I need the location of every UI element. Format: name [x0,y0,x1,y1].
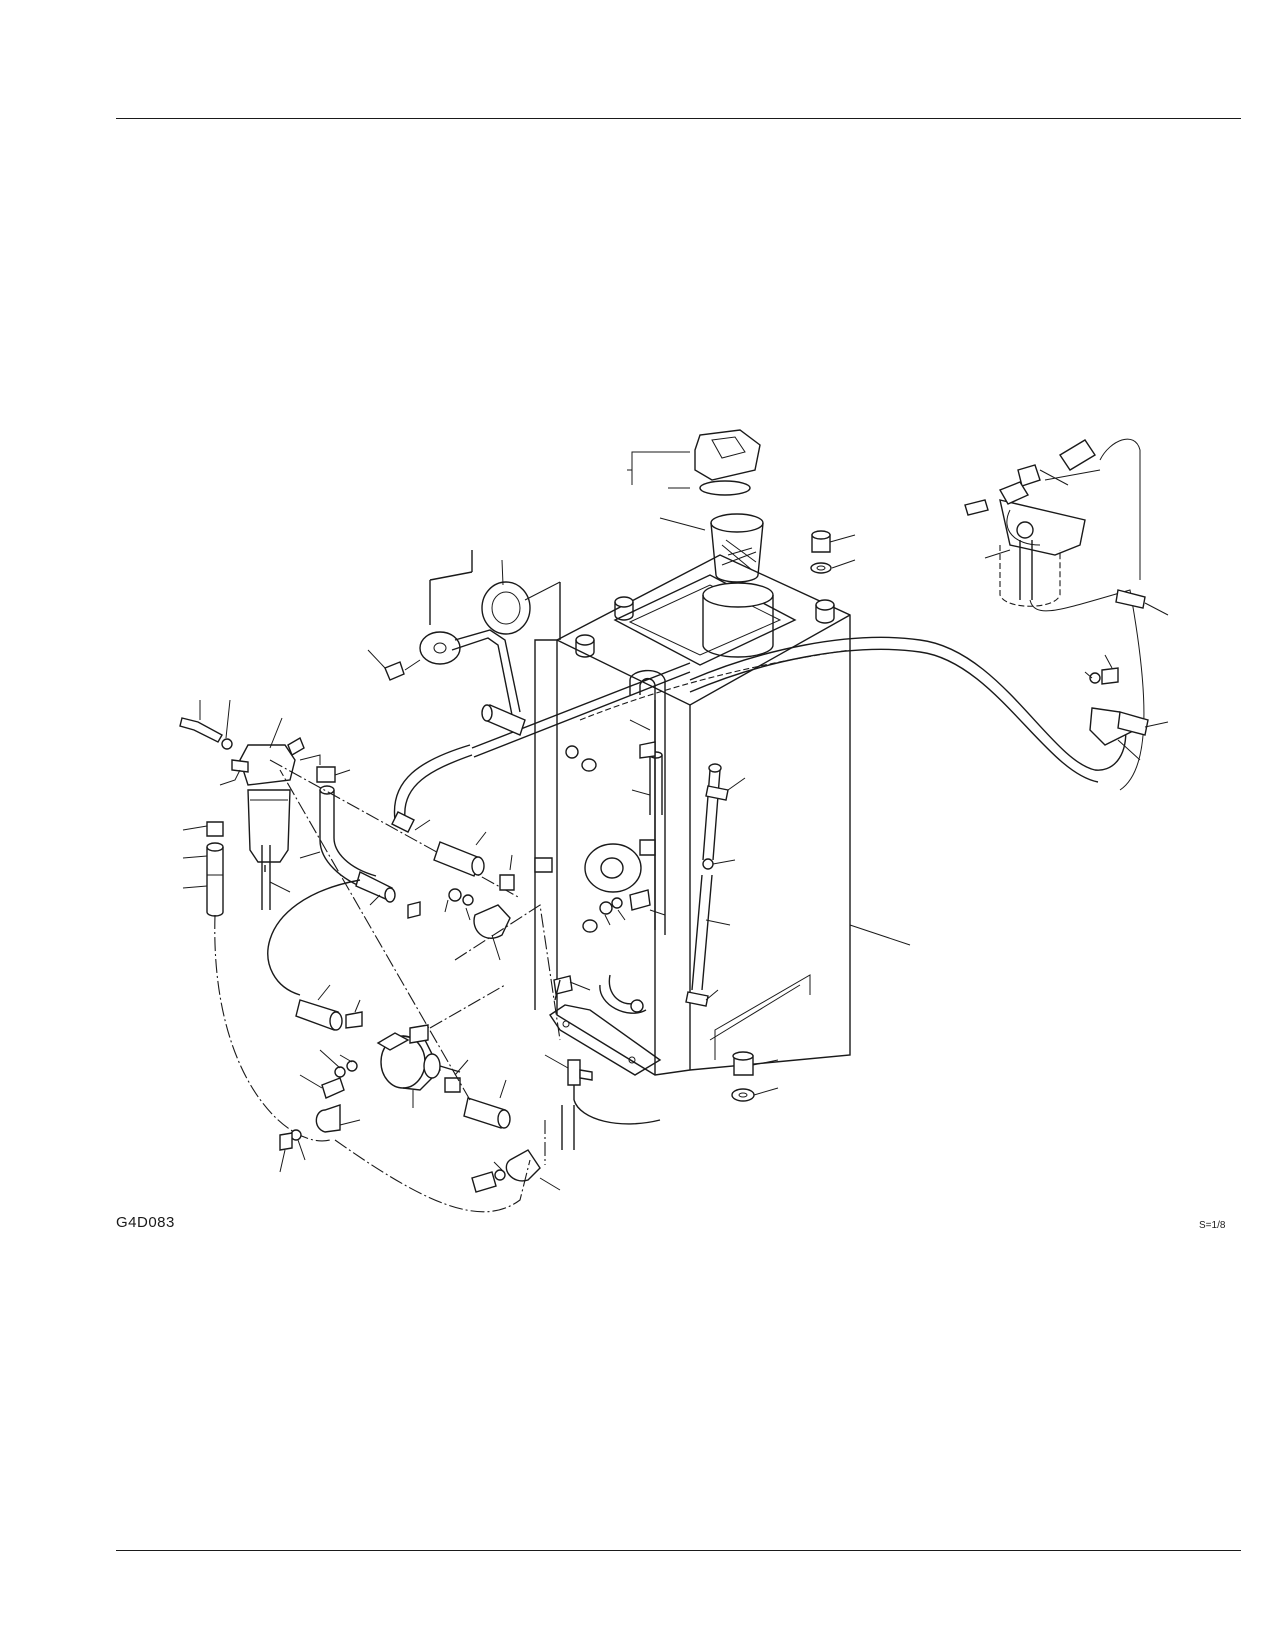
pump-inlet-hose [295,984,343,1031]
filter-to-pump-line [269,759,521,899]
fuel-filter [179,699,305,872]
header-rule [116,118,1241,119]
main-fuel-line [579,636,1127,783]
fuel-tank [534,554,911,1076]
loop-hose [267,879,361,996]
lower-left-clamp [279,1104,361,1173]
tee-fitting [544,1054,593,1100]
footer-rule [116,1550,1241,1551]
fuel-cap [694,429,761,496]
scale-label: S=1/8 [1199,1220,1226,1231]
flange-fittings [534,839,666,926]
right-hoses [631,751,746,1007]
filler-neck [613,574,797,666]
hose-clamp-a [299,754,351,783]
mounting-bracket [549,974,662,1076]
pump-outlet-hose [279,769,511,1129]
fuel-pump [376,984,506,1108]
strainer [710,513,764,583]
left-hose [182,821,291,917]
top-bolt-washer [810,530,856,574]
tank-flange [584,843,642,893]
right-upper-line [1099,438,1141,580]
lower-tee-hose [544,1099,661,1165]
left-return-line [214,914,331,1142]
right-return-line [1029,589,1145,791]
water-separator [964,439,1101,607]
cap-leader [627,451,706,531]
right-clamps [1084,589,1169,761]
return-pipe [629,669,666,935]
sender-gasket [481,559,561,635]
middle-p-clamp [407,888,561,1041]
sender-leader [554,582,561,1001]
figure-code: G4D083 [116,1214,175,1231]
filter-outlet-hose [299,785,396,906]
tank-bosses [565,596,835,933]
lower-center-clamp [471,1149,561,1193]
upper-mid-hose [391,662,691,891]
bottom-bolt-washer [731,1051,779,1102]
fuel-level-sender [367,550,526,736]
left-lower-line [334,1139,531,1213]
